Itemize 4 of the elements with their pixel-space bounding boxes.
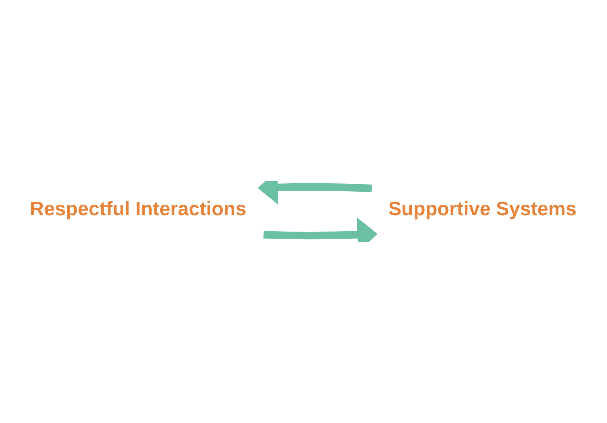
arrow: [264, 217, 378, 242]
node-text: Respectful Interactions: [30, 198, 247, 220]
node-text: Supportive Systems: [388, 198, 577, 220]
arrow: [258, 181, 372, 206]
